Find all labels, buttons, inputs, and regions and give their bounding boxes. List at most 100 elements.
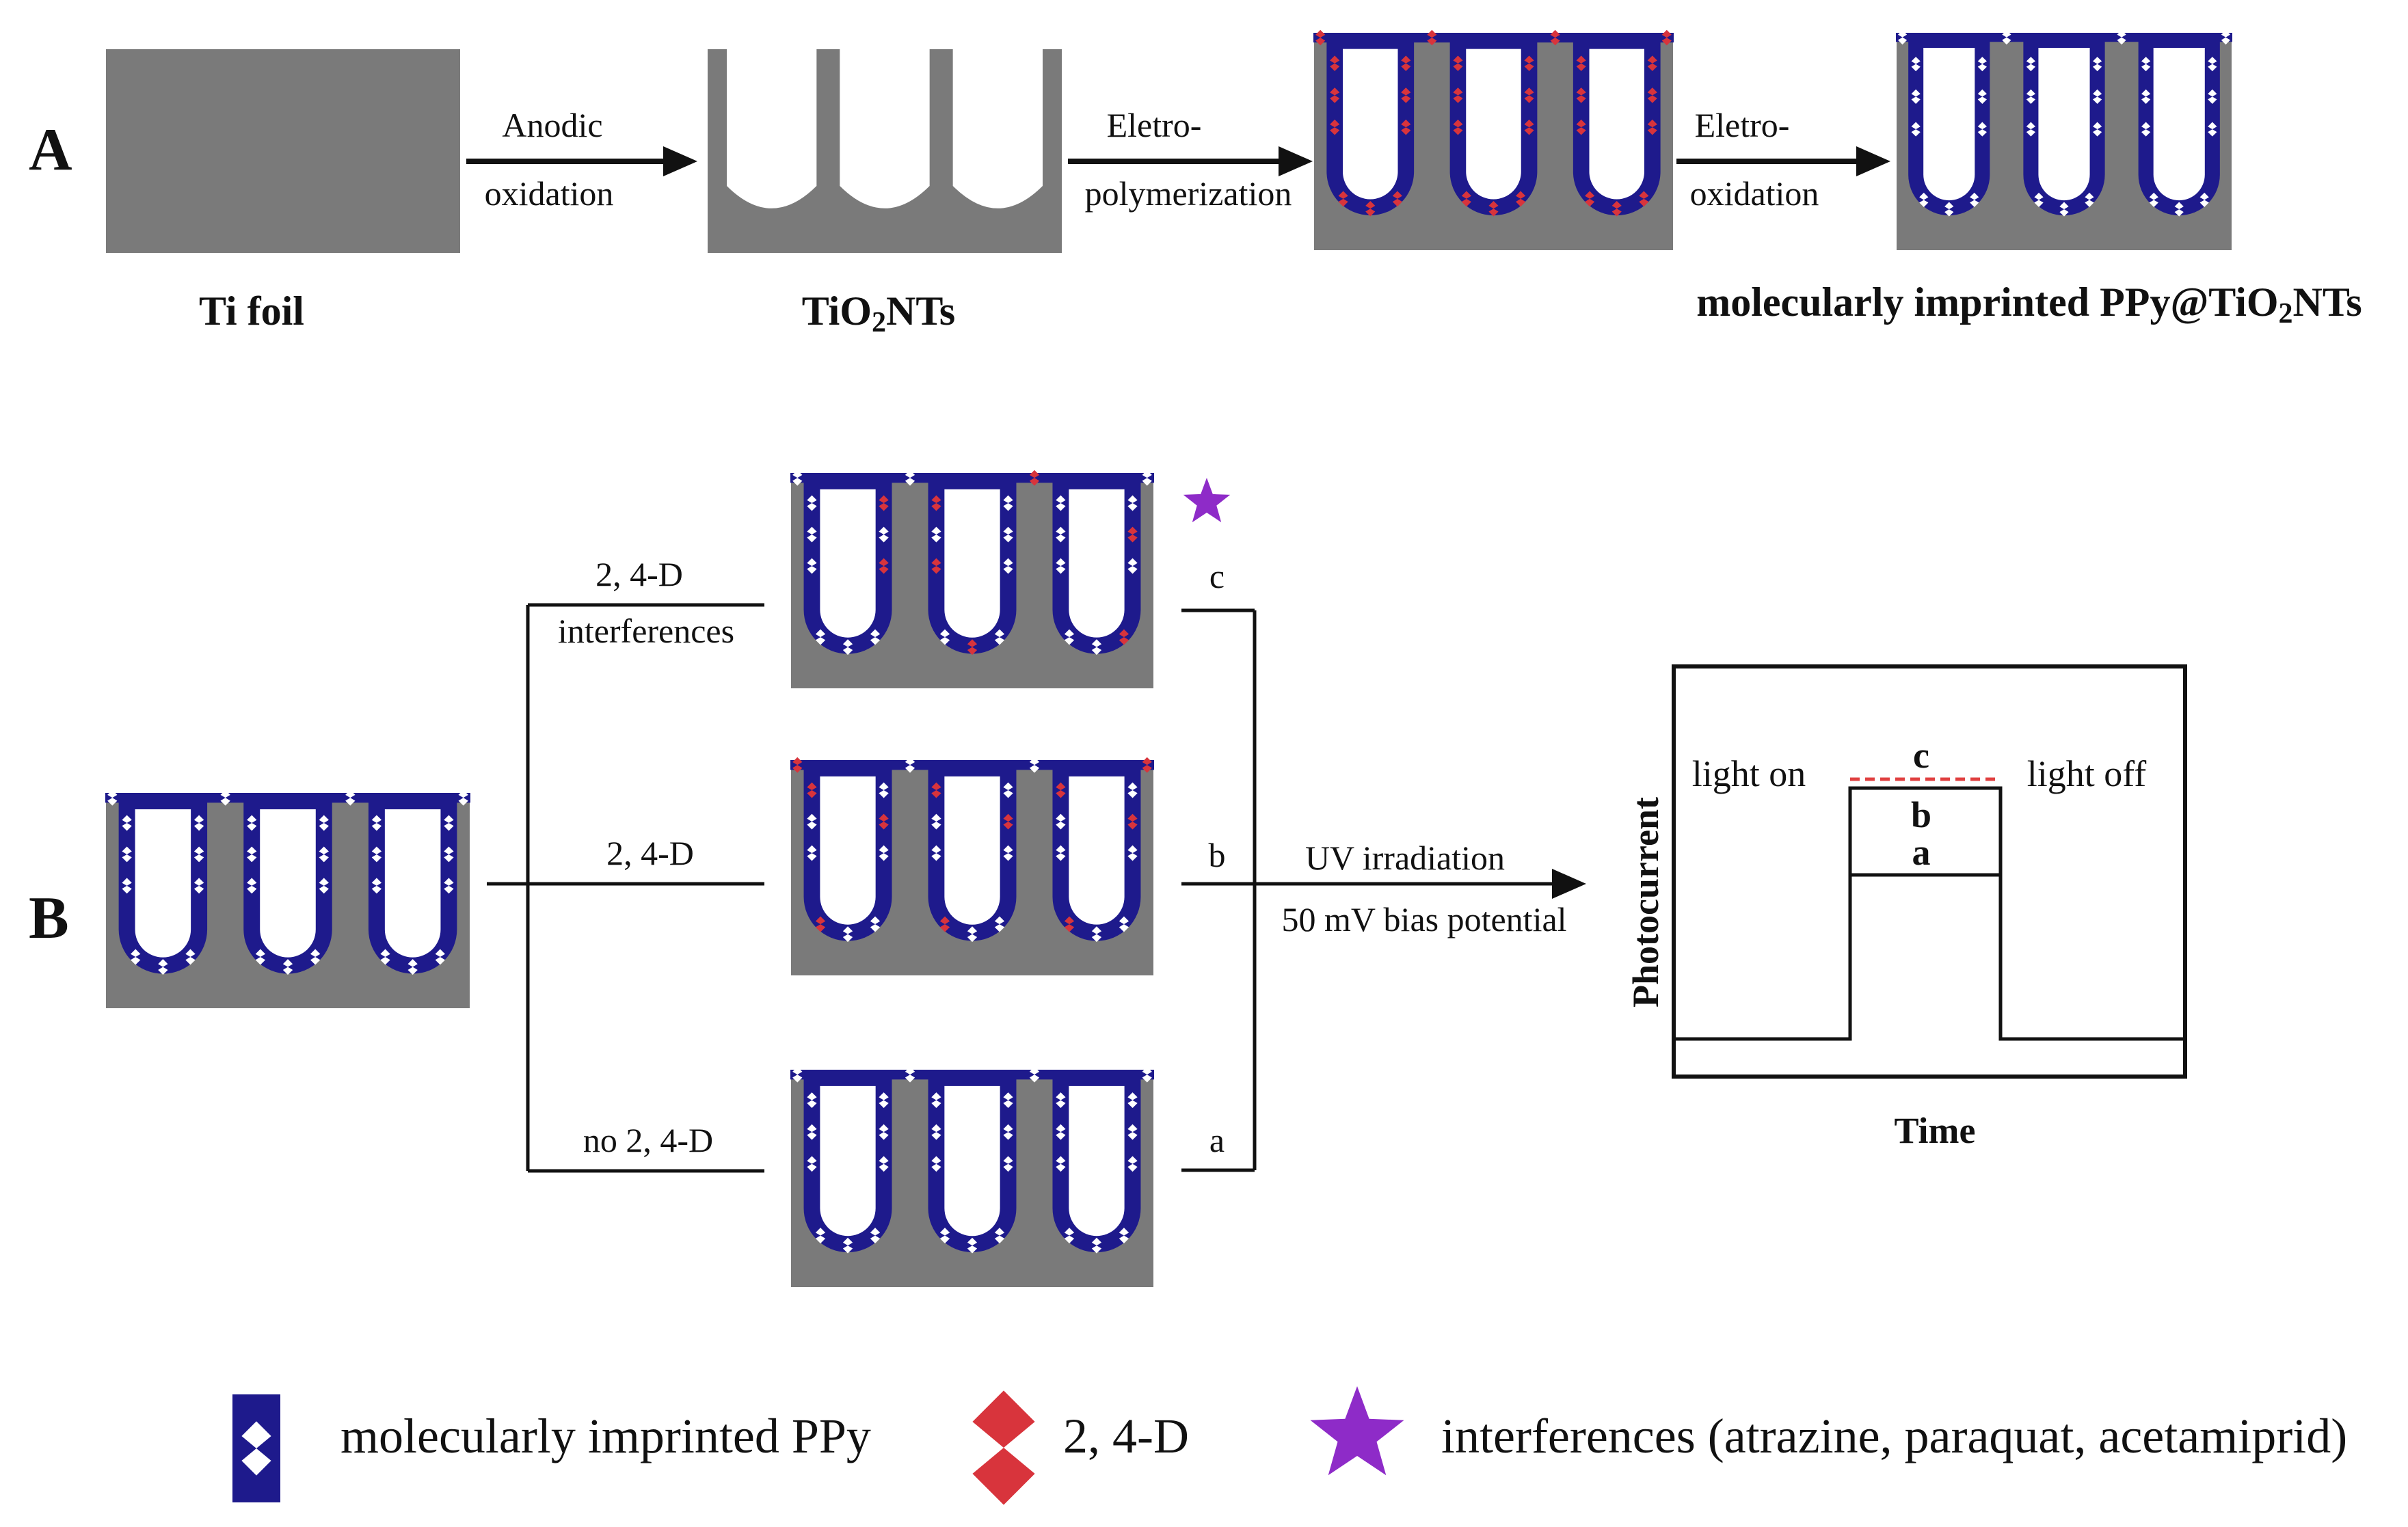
template-molecule bbox=[1524, 119, 1534, 135]
imprint-site bbox=[1127, 526, 1138, 543]
nanotube-cavity bbox=[2153, 48, 2205, 201]
nanotube-cavity bbox=[135, 809, 191, 958]
plot-y-axis-label: Photocurrent bbox=[1625, 797, 1666, 1008]
imprint-site bbox=[1127, 845, 1138, 861]
imprint-site bbox=[1127, 782, 1138, 798]
sensor-tubes-start bbox=[105, 789, 470, 1008]
imprint-site bbox=[1056, 845, 1066, 861]
imprint-site bbox=[458, 789, 468, 806]
imprint-site bbox=[122, 815, 132, 831]
product-caption-main: molecularly imprinted PPy@TiO bbox=[1696, 280, 2278, 325]
step3-label-line1: Eletro- bbox=[1695, 106, 1790, 144]
imprint-site bbox=[807, 1092, 817, 1109]
imprint-site bbox=[967, 926, 978, 943]
nanotube-cavity bbox=[952, 49, 1043, 208]
step1-label-line2: oxidation bbox=[485, 174, 614, 213]
imprint-site bbox=[319, 815, 329, 831]
anodic-oxidation-arrow bbox=[466, 146, 697, 176]
tio2nts-caption-main: TiO bbox=[802, 288, 872, 334]
ppy-cap bbox=[206, 793, 245, 803]
template-molecule bbox=[1516, 191, 1526, 207]
uv-irradiation-label: UV irradiation bbox=[1305, 839, 1505, 877]
imprint-site bbox=[122, 878, 132, 894]
template-molecule bbox=[1647, 55, 1657, 72]
imprint-site bbox=[807, 1156, 817, 1172]
imprint-site bbox=[1064, 916, 1075, 932]
imprint-site bbox=[1127, 813, 1138, 830]
template-molecule bbox=[1576, 119, 1586, 135]
imprint-site bbox=[158, 959, 168, 975]
imprint-site bbox=[1003, 813, 1013, 830]
template-molecule bbox=[1488, 200, 1499, 217]
imprint-site bbox=[815, 1228, 826, 1244]
template-molecule bbox=[1585, 191, 1595, 207]
imprint-site bbox=[371, 815, 382, 831]
branch-connector-right bbox=[1181, 608, 1586, 1172]
imprint-site bbox=[2026, 57, 2036, 72]
imprint-site bbox=[792, 1066, 803, 1083]
imprint-site bbox=[807, 1124, 817, 1140]
imprint-site bbox=[1911, 89, 1921, 104]
imprint-site bbox=[1056, 1092, 1066, 1109]
imprint-site bbox=[247, 815, 257, 831]
template-molecule bbox=[1330, 87, 1340, 103]
imprint-site bbox=[879, 813, 889, 830]
imprint-site bbox=[931, 1156, 941, 1172]
branch-c-label-line2: interferences bbox=[558, 612, 734, 650]
template-molecule bbox=[1453, 87, 1463, 103]
nanotube-cavity bbox=[1069, 1085, 1125, 1237]
nanotube-cavity bbox=[820, 776, 876, 925]
imprint-site bbox=[807, 813, 817, 830]
imprint-site bbox=[2174, 202, 2184, 217]
imprint-site bbox=[319, 846, 329, 863]
nanotube-cavity bbox=[384, 809, 441, 958]
imprint-site bbox=[939, 629, 950, 645]
imprint-site bbox=[1029, 470, 1040, 486]
imprint-site bbox=[1977, 57, 1987, 72]
imprint-site bbox=[1003, 1156, 1013, 1172]
imprint-site bbox=[905, 757, 915, 773]
electropolymerization-arrow bbox=[1068, 146, 1313, 176]
template-molecule bbox=[1647, 119, 1657, 135]
imprint-site bbox=[2034, 192, 2044, 208]
imprint-site bbox=[255, 949, 266, 965]
template-molecule bbox=[1524, 55, 1534, 72]
light-on-label: light on bbox=[1692, 753, 1806, 794]
imprint-site bbox=[345, 789, 356, 806]
template-molecule bbox=[1647, 87, 1657, 103]
template-molecule bbox=[1661, 29, 1672, 46]
imprint-site bbox=[931, 782, 941, 798]
imprint-site bbox=[879, 1124, 889, 1140]
nanotube-cavity bbox=[1466, 49, 1521, 200]
imprint-site bbox=[792, 470, 803, 486]
imprint-site bbox=[193, 815, 204, 831]
nanotube-cavity bbox=[2038, 48, 2090, 201]
imprint-site bbox=[815, 629, 826, 645]
imprint-site bbox=[107, 789, 118, 806]
imprint-site bbox=[444, 878, 454, 894]
tio2-nanotubes-group bbox=[708, 49, 1062, 253]
ppy-cap bbox=[331, 793, 369, 803]
imprint-site bbox=[1003, 782, 1013, 798]
imprint-site bbox=[1091, 1237, 1102, 1254]
imprint-site bbox=[2002, 30, 2011, 45]
imprint-site bbox=[792, 757, 803, 773]
imprint-site bbox=[879, 1092, 889, 1109]
2-4-d-molecule-icon bbox=[972, 1390, 1035, 1505]
imprint-site bbox=[807, 845, 817, 861]
branch-a-tag: a bbox=[1209, 1121, 1225, 1159]
nanotube-cavity bbox=[1343, 49, 1398, 200]
template-molecule bbox=[1401, 119, 1411, 135]
imprint-site bbox=[193, 878, 204, 894]
legend-ppy-bar bbox=[232, 1394, 280, 1502]
imprint-site bbox=[2026, 122, 2036, 137]
imprint-site bbox=[807, 495, 817, 511]
interference-star-icon bbox=[1183, 478, 1231, 523]
imprint-site bbox=[247, 846, 257, 863]
ti-foil-caption: Ti foil bbox=[199, 288, 304, 334]
interference-star-icon bbox=[1310, 1386, 1404, 1476]
template-molecule bbox=[1576, 55, 1586, 72]
plot-frame bbox=[1672, 664, 2187, 1079]
nanotube-cavity bbox=[840, 49, 930, 208]
template-molecule bbox=[1461, 191, 1471, 207]
